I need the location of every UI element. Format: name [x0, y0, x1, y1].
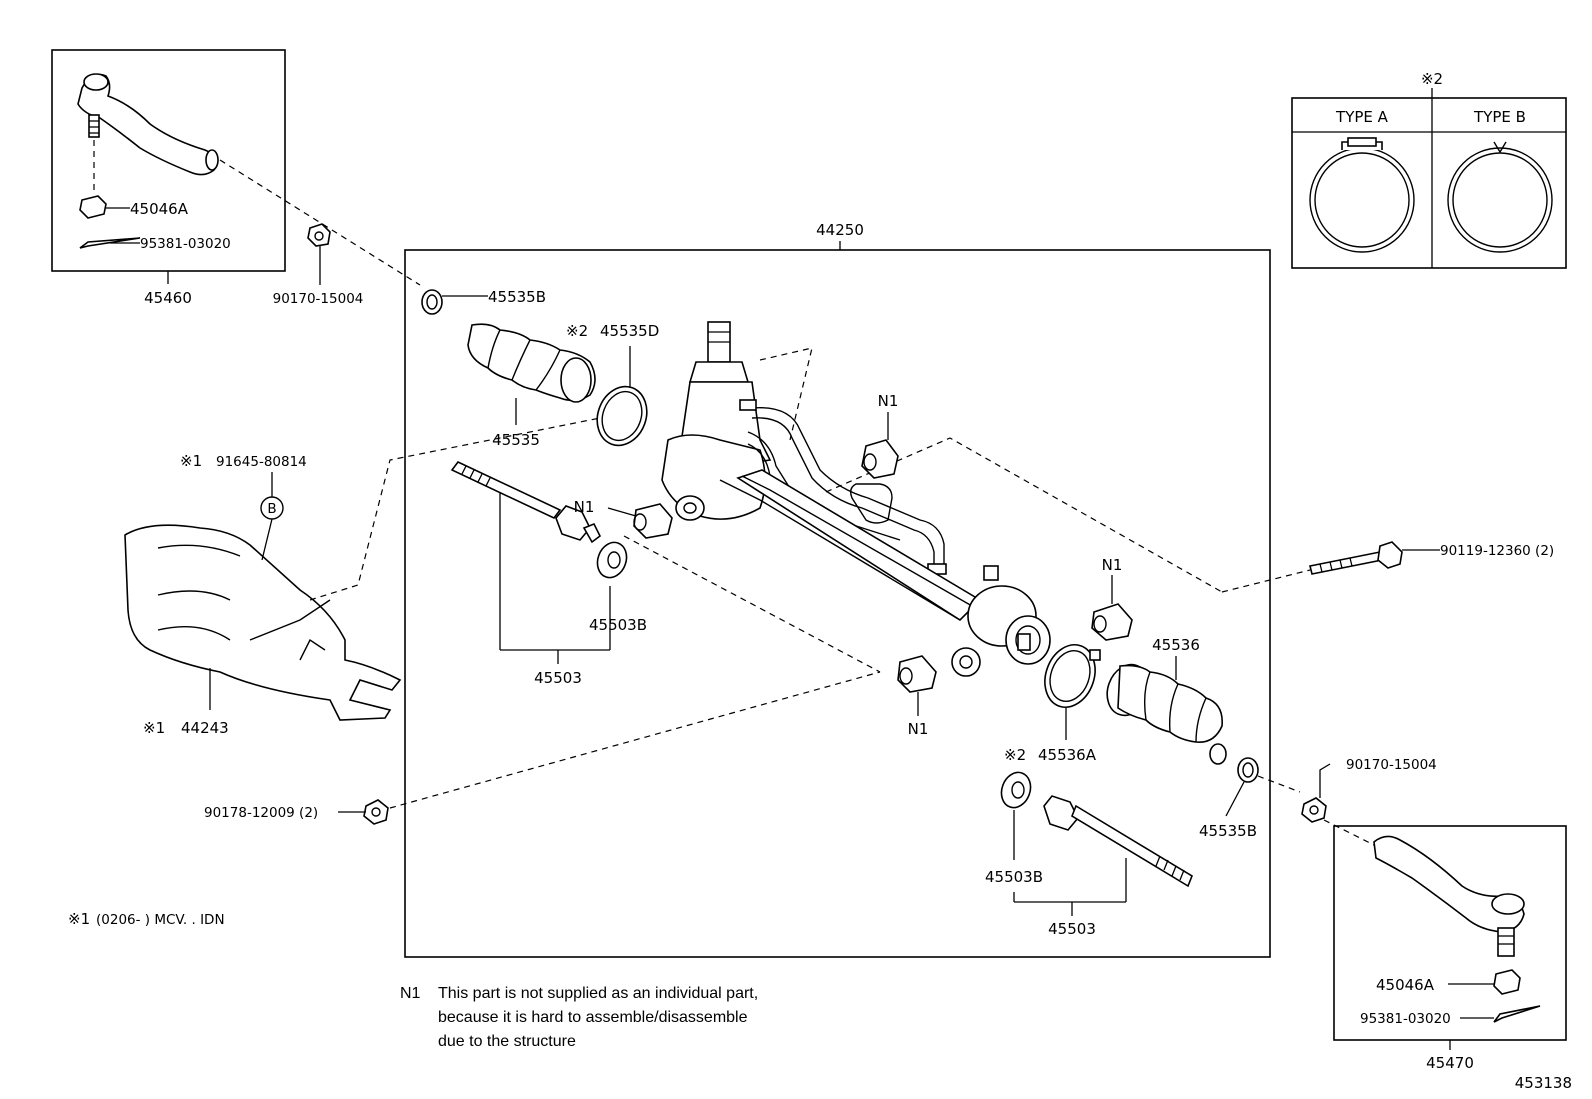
label-95381-right: 95381-03020	[1360, 1011, 1451, 1027]
clip-45535B-top-drawing	[421, 289, 443, 315]
type-b-header: TYPE B	[1473, 108, 1526, 126]
bushing-n1-top-drawing	[861, 439, 899, 479]
label-45460: 45460	[144, 289, 192, 307]
mark-1-44243: ※1	[143, 719, 165, 737]
type-a-clamp-drawing	[1309, 137, 1415, 253]
type-inset-mark: ※2	[1421, 70, 1443, 88]
label-45535: 45535	[492, 431, 540, 449]
label-45503-left: 45503	[534, 669, 582, 687]
tie-rod-end-right-drawing	[1373, 835, 1541, 1023]
note-line-2: because it is hard to assemble/disassemb…	[438, 1009, 748, 1026]
mark-1-91645: ※1	[180, 452, 202, 470]
cover-44243-drawing	[124, 524, 402, 721]
label-n1-top: N1	[878, 392, 899, 410]
type-b-clamp-drawing	[1447, 141, 1553, 253]
type-a-header: TYPE A	[1335, 108, 1389, 126]
boot-45536-drawing	[1106, 663, 1227, 765]
label-90178: 90178-12009 (2)	[204, 805, 318, 821]
label-45046A-left: 45046A	[130, 200, 189, 218]
mark-2-45535D: ※2	[566, 322, 588, 340]
label-45535B-bottom: 45535B	[1199, 822, 1257, 840]
washer-45503B-left-drawing	[596, 541, 628, 579]
label-circle-B: B	[267, 501, 276, 517]
mark-2-45536A: ※2	[1004, 746, 1026, 764]
band-45535D-drawing	[596, 385, 648, 447]
label-45503-right: 45503	[1048, 920, 1096, 938]
inner-rod-right-drawing	[1043, 795, 1193, 888]
label-45503B-right: 45503B	[985, 868, 1043, 886]
bolt-90119-drawing	[1309, 541, 1403, 575]
label-45535B-top: 45535B	[488, 288, 546, 306]
nut-90170-left-drawing	[307, 223, 331, 247]
label-n1-mid: N1	[574, 498, 595, 516]
label-91645: 91645-80814	[216, 454, 307, 470]
label-n1-bottom: N1	[908, 720, 929, 738]
note-line-3: due to the structure	[438, 1033, 576, 1050]
note-line-1: This part is not supplied as an individu…	[438, 985, 758, 1002]
label-n1-right: N1	[1102, 556, 1123, 574]
washer-45503B-right-drawing	[1000, 771, 1032, 809]
footnote-mark: ※1	[68, 910, 90, 928]
label-90119: 90119-12360 (2)	[1440, 543, 1554, 559]
type-inset-box	[1291, 97, 1567, 269]
label-45046A-right: 45046A	[1376, 976, 1435, 994]
bushing-n1-right-drawing	[1091, 603, 1133, 641]
label-45503B-left: 45503B	[589, 616, 647, 634]
inner-rod-left-drawing	[450, 460, 602, 544]
label-90170-right: 90170-15004	[1346, 757, 1437, 773]
assembly-box-44250	[404, 249, 1271, 958]
label-90170-left: 90170-15004	[273, 291, 364, 307]
label-45535D: 45535D	[600, 322, 659, 340]
label-45536: 45536	[1152, 636, 1200, 654]
nut-90170-right-drawing	[1301, 797, 1327, 823]
label-45470: 45470	[1426, 1054, 1474, 1072]
tie-rod-end-left-drawing	[77, 73, 219, 249]
boot-45535-drawing	[467, 323, 596, 403]
label-95381-left: 95381-03020	[140, 236, 231, 252]
footnote-text: (0206- ) MCV. . IDN	[96, 912, 225, 928]
label-44243: 44243	[181, 719, 229, 737]
label-44250: 44250	[816, 221, 864, 239]
label-45536A: 45536A	[1038, 746, 1097, 764]
band-45536A-drawing	[1044, 644, 1101, 708]
bushing-n1-bottom-drawing	[897, 655, 937, 693]
nut-90178-drawing	[363, 799, 389, 825]
diagram-id: 453138	[1515, 1074, 1572, 1092]
rack-housing-drawing	[661, 321, 1051, 677]
bushing-n1-mid-drawing	[633, 503, 673, 539]
note-key: N1	[400, 985, 421, 1002]
clip-45535B-bottom-drawing	[1237, 757, 1259, 783]
